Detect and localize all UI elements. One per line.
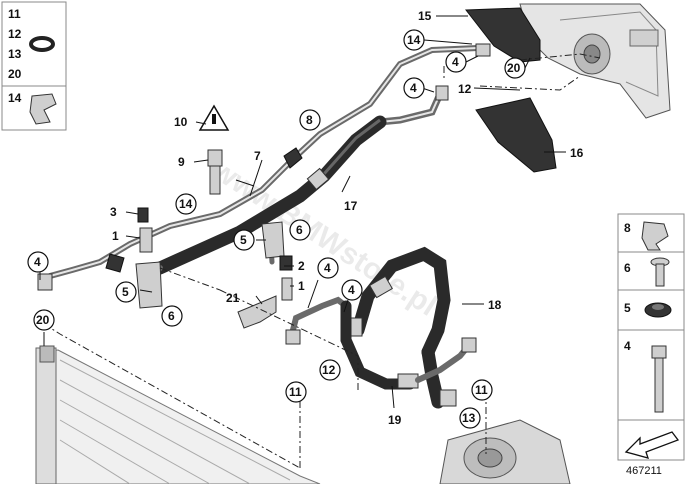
legend-label-12: 12 <box>8 27 22 41</box>
legend-top-left: 11 12 13 20 14 <box>1 1 67 131</box>
callout-4-right: 4 <box>348 283 355 297</box>
condenser-tank <box>35 347 57 484</box>
legend-label-20: 20 <box>8 67 22 81</box>
pipe-clip-icon <box>641 221 669 251</box>
callout-5-mid: 5 <box>240 233 247 247</box>
callout-12-top: 12 <box>458 82 472 96</box>
bracket-5-left <box>135 261 163 309</box>
callout-10: 10 <box>174 115 188 129</box>
legend-label-13: 13 <box>8 47 22 61</box>
callout-18: 18 <box>488 298 502 312</box>
callouts: 15 14 4 20 4 12 16 8 10 9 7 14 17 3 1 5 … <box>27 9 584 429</box>
clip-icon <box>29 93 57 125</box>
callout-19: 19 <box>388 413 402 427</box>
callout-6-mid: 6 <box>296 223 303 237</box>
callout-17: 17 <box>344 199 358 213</box>
compressor <box>439 419 571 484</box>
hvac-housing <box>465 3 671 173</box>
condenser <box>35 345 321 484</box>
o-ring-icon <box>29 36 55 52</box>
callout-14-top: 14 <box>407 33 421 47</box>
legend-label-14: 14 <box>8 91 22 105</box>
callout-9: 9 <box>178 155 185 169</box>
bolt-head-icon <box>651 345 667 359</box>
cap-part-3 <box>137 207 149 223</box>
callout-11-left: 11 <box>289 385 302 399</box>
legend-right-label-6: 6 <box>624 261 631 275</box>
refrigerant-lines <box>37 43 491 409</box>
legend-right-label-5: 5 <box>624 301 631 315</box>
orientation-arrow-icon <box>624 431 680 459</box>
condenser-body <box>39 349 321 484</box>
callout-14-top-circle <box>403 29 425 51</box>
callout-7: 7 <box>254 149 261 163</box>
seal-part-15 <box>465 7 541 63</box>
callout-12-bottom: 12 <box>322 363 336 377</box>
legend-right: 8 6 5 4 467211 <box>617 213 685 477</box>
legend-right-label-4: 4 <box>624 339 631 353</box>
callout-5-left: 5 <box>122 285 129 299</box>
legend-label-11: 11 <box>8 7 21 21</box>
callout-3: 3 <box>110 205 117 219</box>
callout-16: 16 <box>570 146 584 160</box>
callout-4-top: 4 <box>452 55 459 69</box>
callout-4-upper: 4 <box>410 81 417 95</box>
callout-4-center: 4 <box>324 261 331 275</box>
legend-right-label-8: 8 <box>624 221 631 235</box>
callout-15: 15 <box>418 9 432 23</box>
hose-19 <box>340 300 416 390</box>
callout-8: 8 <box>306 113 313 127</box>
callout-20-top: 20 <box>507 61 521 75</box>
callout-21: 21 <box>226 291 240 305</box>
valve-part-1 <box>139 227 153 253</box>
callout-4-left: 4 <box>34 255 41 269</box>
valve-part-1-lower <box>281 277 293 301</box>
bracket-21 <box>237 295 277 329</box>
seal-part-16 <box>475 97 557 173</box>
callout-20-left: 20 <box>36 313 50 327</box>
bolt-shank-icon <box>654 357 664 413</box>
diagram-number: 467211 <box>626 465 662 477</box>
legend-box-upper <box>1 1 67 87</box>
callout-2: 2 <box>298 259 305 273</box>
leader-lines <box>39 15 566 409</box>
callout-13: 13 <box>462 411 476 425</box>
screw-shank-icon <box>655 263 665 287</box>
hose-18 <box>351 246 451 359</box>
callout-1-left: 1 <box>112 229 119 243</box>
callout-1-lower: 1 <box>298 279 305 293</box>
pipe-lower-left <box>289 296 349 337</box>
pressure-sensor-9 <box>207 149 223 167</box>
callout-14-mid: 14 <box>179 197 193 211</box>
callout-11-right: 11 <box>475 383 488 397</box>
cap-part-2 <box>279 255 293 271</box>
callout-6-left: 6 <box>168 309 175 323</box>
